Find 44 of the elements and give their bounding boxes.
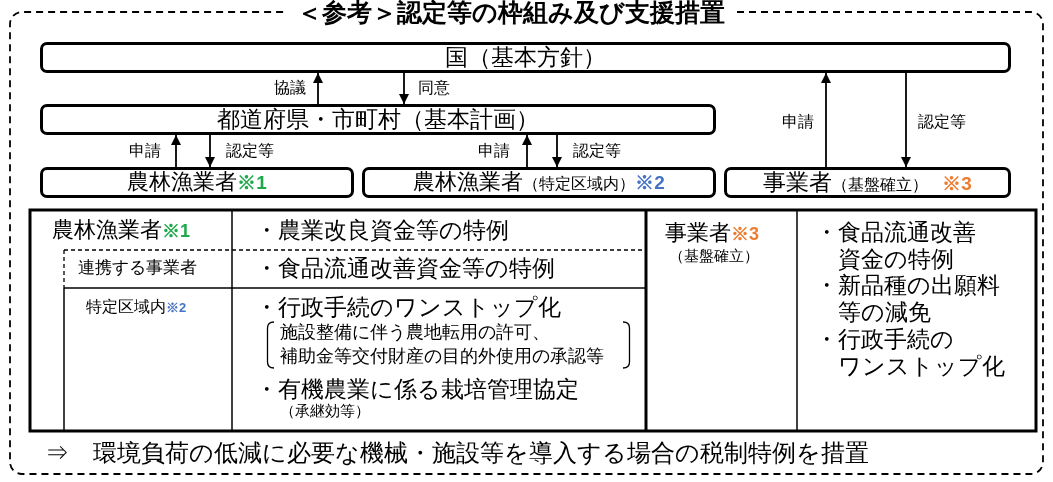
arrow [205,134,215,168]
summary-note: ⇒ 環境負荷の低減に必要な機械・施設等を導入する場合の税制特例を措置 [45,438,869,468]
edge-label: 申請 [782,112,814,132]
support-measure: ・行政手続のワンストップ化 [815,325,1006,380]
arrow [399,72,409,105]
row-heading: 特定区域内※2 [86,297,187,317]
column-heading: 事業者※3 [665,219,759,247]
diagram-title: ＜参考＞認定等の枠組み及び支援措置 [297,0,725,27]
entity-box [40,42,1011,73]
entity-box [40,167,354,198]
arrow [522,134,532,168]
support-measure: ・有機農業に係る栽培管理協定 [255,375,579,403]
arrow [552,134,562,168]
entity-box [40,104,716,135]
node-sublabel: （特定区域内）※2 [523,173,665,194]
support-measure: ・食品流通改善資金の特例 [815,219,977,273]
edge-label: 認定等 [226,141,274,161]
node-label: 都道府県・市町村（基本計画） [217,107,539,133]
arrow [901,72,911,168]
node-sublabel: （基盤確立）※3 [832,174,972,195]
node-label: 農林漁業者※1 [127,170,267,195]
edge-label: 同意 [418,78,450,98]
measure-note: 施設整備に伴う農地転用の許可、補助金等交付財産の目的外使用の承認等 [280,321,605,368]
arrow [171,134,181,168]
edge-label: 申請 [129,141,161,161]
support-measure: ・農業改良資金等の特例 [255,216,509,245]
entity-box [724,167,1011,198]
entity-box [362,167,716,198]
node-label: 事業者 [763,170,833,196]
arrow [821,72,831,168]
node-label: 国（基本方針） [445,45,606,71]
support-measure: ・新品種の出願料等の減免 [815,272,1001,326]
edge-label: 認定等 [573,141,621,161]
measure-note: （承継効等） [280,402,370,421]
support-measure: ・行政手続のワンストップ化 [255,293,561,322]
edge-label: 認定等 [918,112,966,132]
node-label: 農林漁業者 [413,170,524,195]
edge-label: 申請 [478,141,510,161]
edge-label: 協議 [274,78,306,98]
arrow [313,72,323,105]
row-heading: 連携する事業者 [78,257,197,279]
support-measure: ・食品流通改善資金等の特例 [255,254,555,283]
heading-note: （基盤確立） [669,247,759,266]
row-heading: 農林漁業者※1 [52,216,190,244]
